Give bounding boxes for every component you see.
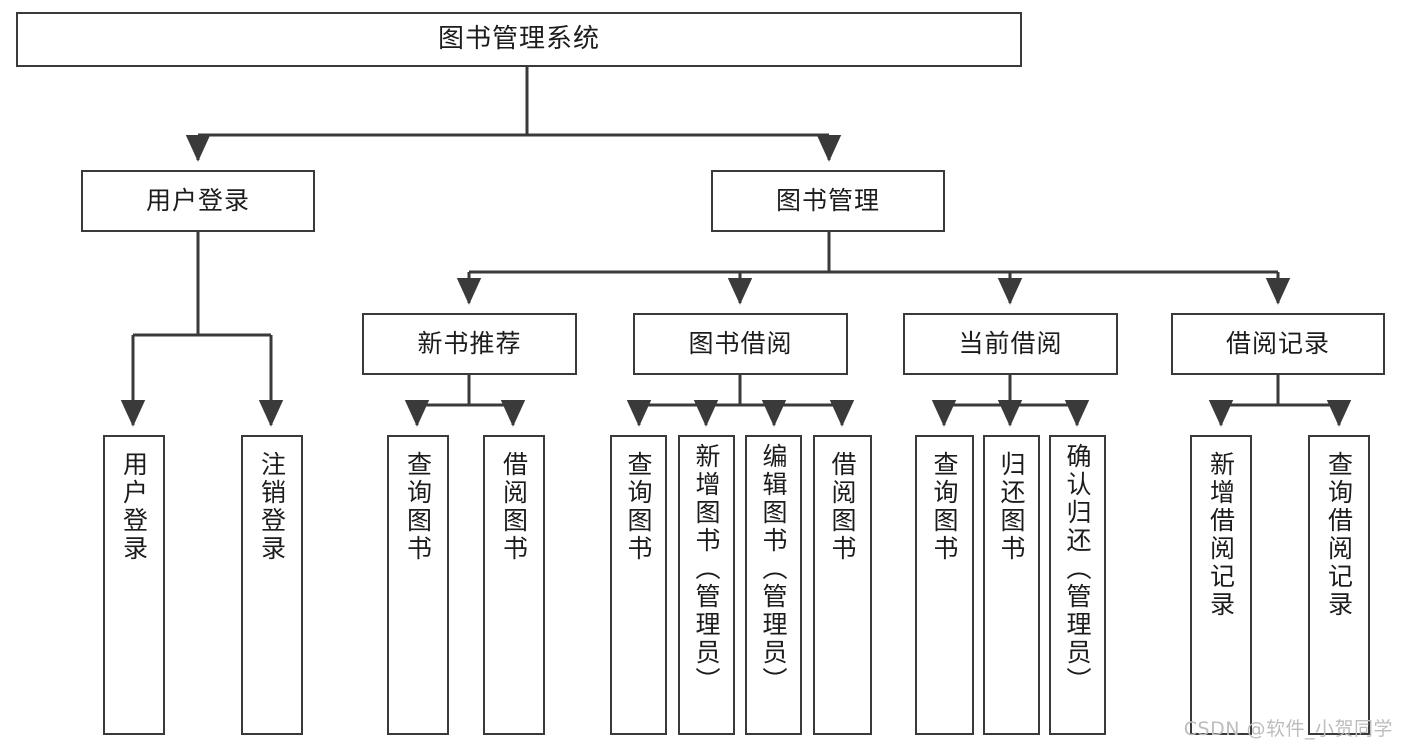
node-label: 查询图书 <box>403 451 433 563</box>
node-leaf-confirm-return-admin[interactable]: 确认归还（管理员） <box>1049 435 1106 735</box>
node-label: 借阅图书 <box>499 451 529 563</box>
node-leaf-user-login[interactable]: 用户登录 <box>103 435 165 735</box>
node-user-login[interactable]: 用户登录 <box>81 170 315 232</box>
node-leaf-borrow-book-1[interactable]: 借阅图书 <box>483 435 545 735</box>
node-label: 当前借阅 <box>958 329 1063 359</box>
node-current-borrow[interactable]: 当前借阅 <box>903 313 1118 375</box>
node-leaf-query-borrow-record[interactable]: 查询借阅记录 <box>1308 435 1370 735</box>
node-root[interactable]: 图书管理系统 <box>16 12 1022 67</box>
node-label: 图书管理 <box>775 186 880 216</box>
node-label: 编辑图书（管理员） <box>759 443 788 695</box>
node-label: 借阅记录 <box>1225 329 1330 359</box>
node-label: 确认归还（管理员） <box>1063 443 1092 695</box>
node-label: 查询图书 <box>930 451 959 563</box>
node-label: 图书借阅 <box>688 329 793 359</box>
node-leaf-query-book-3[interactable]: 查询图书 <box>915 435 974 735</box>
node-new-book-recommend[interactable]: 新书推荐 <box>362 313 577 375</box>
node-leaf-borrow-book-2[interactable]: 借阅图书 <box>813 435 872 735</box>
node-label: 查询图书 <box>624 451 653 563</box>
node-label: 查询借阅记录 <box>1324 451 1354 619</box>
node-leaf-return-book[interactable]: 归还图书 <box>983 435 1040 735</box>
node-label: 用户登录 <box>145 186 250 216</box>
watermark: CSDN @软件_小贺同学 <box>1183 718 1393 740</box>
node-label: 新增图书（管理员） <box>692 443 721 695</box>
node-label: 用户登录 <box>119 451 149 563</box>
node-borrow-record[interactable]: 借阅记录 <box>1171 313 1385 375</box>
node-label: 借阅图书 <box>828 451 857 563</box>
node-book-borrow[interactable]: 图书借阅 <box>633 313 848 375</box>
node-label: 新书推荐 <box>417 329 522 359</box>
node-label: 注销登录 <box>257 451 287 563</box>
node-book-manage[interactable]: 图书管理 <box>711 170 945 232</box>
node-leaf-query-book-2[interactable]: 查询图书 <box>610 435 667 735</box>
node-label: 归还图书 <box>997 451 1026 563</box>
node-leaf-edit-book-admin[interactable]: 编辑图书（管理员） <box>745 435 802 735</box>
node-leaf-add-borrow-record[interactable]: 新增借阅记录 <box>1190 435 1252 735</box>
node-leaf-add-book-admin[interactable]: 新增图书（管理员） <box>678 435 735 735</box>
node-label: 图书管理系统 <box>437 24 600 55</box>
node-leaf-query-book-1[interactable]: 查询图书 <box>387 435 449 735</box>
node-label: 新增借阅记录 <box>1206 451 1236 619</box>
node-leaf-logout-login[interactable]: 注销登录 <box>241 435 303 735</box>
